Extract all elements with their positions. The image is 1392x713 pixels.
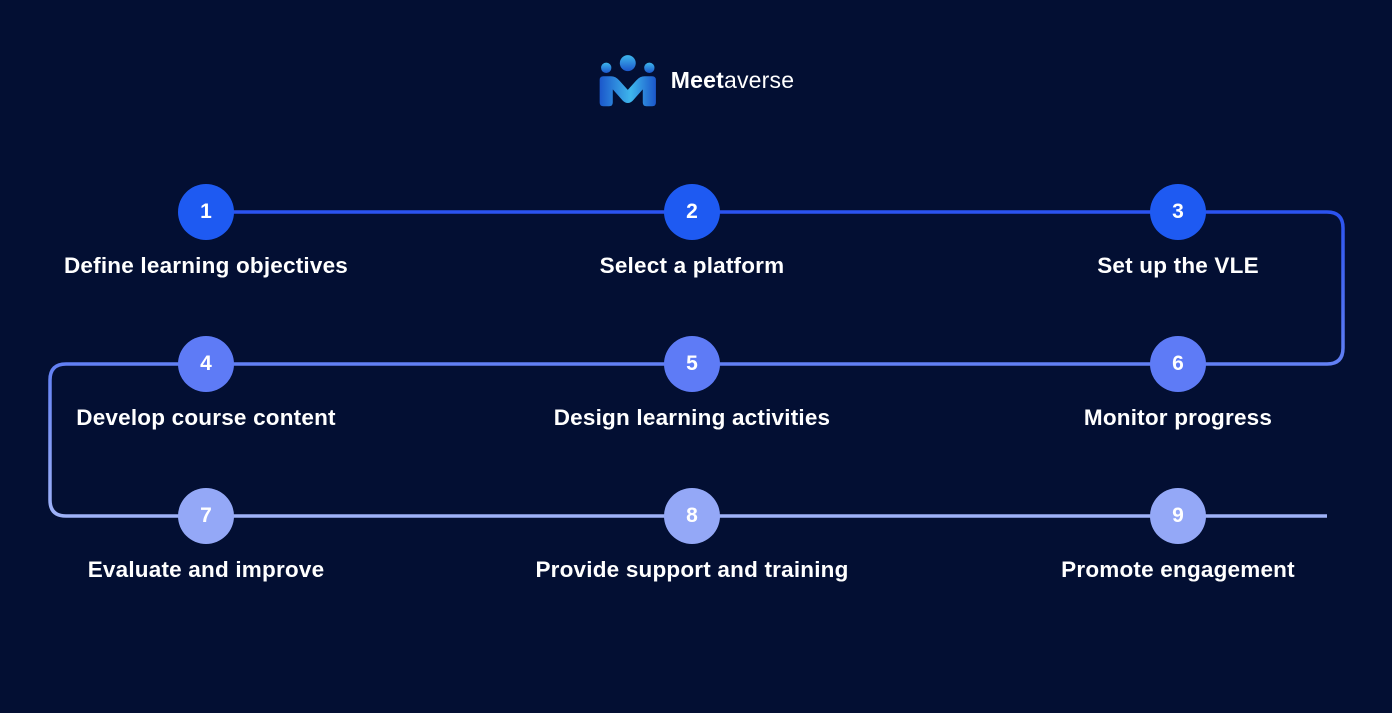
step-6-label: Monitor progress (1083, 405, 1273, 430)
step-2-number: 2 (686, 200, 698, 223)
step-7-label: Evaluate and improve (87, 557, 325, 582)
brand-wordmark: Meetaverse (671, 67, 794, 94)
step-3-label: Set up the VLE (1097, 253, 1259, 278)
meetaverse-m-icon (599, 55, 656, 107)
step-7-number: 7 (200, 504, 212, 527)
step-4-number: 4 (200, 352, 212, 375)
step-2-label: Select a platform (599, 253, 785, 278)
step-9-number-badge: 9 (1150, 488, 1206, 544)
step-6-number: 6 (1172, 352, 1184, 375)
step-7-number-badge: 7 (178, 488, 234, 544)
step-8-number: 8 (686, 504, 698, 527)
step-5-number: 5 (686, 352, 698, 375)
brand-logo: Meetaverse (598, 52, 794, 108)
step-8-label: Provide support and training (535, 557, 849, 582)
step-6-number-badge: 6 (1150, 336, 1206, 392)
step-3-number: 3 (1172, 200, 1184, 223)
step-4-number-badge: 4 (178, 336, 234, 392)
brand-wordmark-bold: Meet (670, 66, 724, 93)
step-5-number-badge: 5 (664, 336, 720, 392)
step-8-number-badge: 8 (664, 488, 720, 544)
step-3-number-badge: 3 (1150, 184, 1206, 240)
step-5-label: Design learning activities (553, 405, 831, 430)
step-4-label: Develop course content (76, 405, 336, 430)
step-9-number: 9 (1172, 504, 1184, 527)
step-1-number: 1 (200, 200, 212, 223)
step-9-label: Promote engagement (1061, 557, 1295, 582)
step-1-number-badge: 1 (178, 184, 234, 240)
step-2-number-badge: 2 (664, 184, 720, 240)
step-1-label: Define learning objectives (63, 253, 349, 278)
brand-wordmark-light: averse (723, 66, 795, 93)
